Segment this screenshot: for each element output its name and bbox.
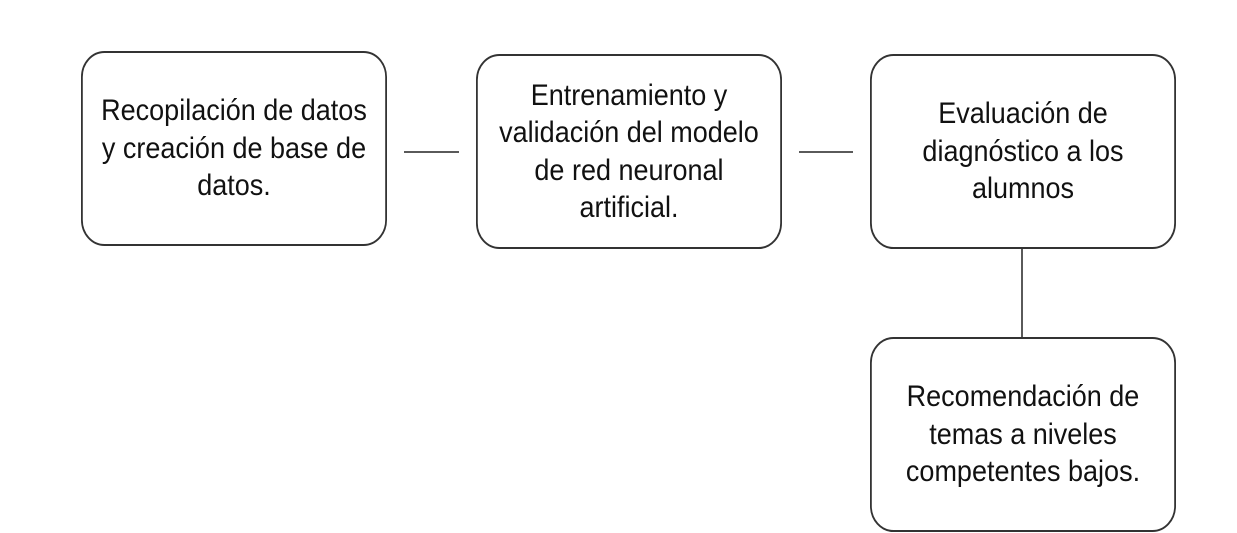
connector-training-to-evaluation xyxy=(799,151,853,153)
diagnostic-evaluation-text: Evaluación de diagnóstico a los alumnos xyxy=(922,97,1124,206)
data-collection-node: Recopilación de datos y creación de base… xyxy=(81,51,387,246)
connector-data-to-training xyxy=(404,151,459,153)
topic-recommendation-node: Recomendación de temas a niveles compete… xyxy=(870,337,1176,532)
data-collection-text: Recopilación de datos y creación de base… xyxy=(101,94,367,203)
diagnostic-evaluation-node: Evaluación de diagnóstico a los alumnos xyxy=(870,54,1176,249)
connector-evaluation-to-recommendation xyxy=(1021,249,1023,337)
training-validation-text: Entrenamiento y validación del modelo de… xyxy=(499,78,759,225)
training-validation-node: Entrenamiento y validación del modelo de… xyxy=(476,54,782,249)
topic-recommendation-text: Recomendación de temas a niveles compete… xyxy=(905,380,1141,489)
